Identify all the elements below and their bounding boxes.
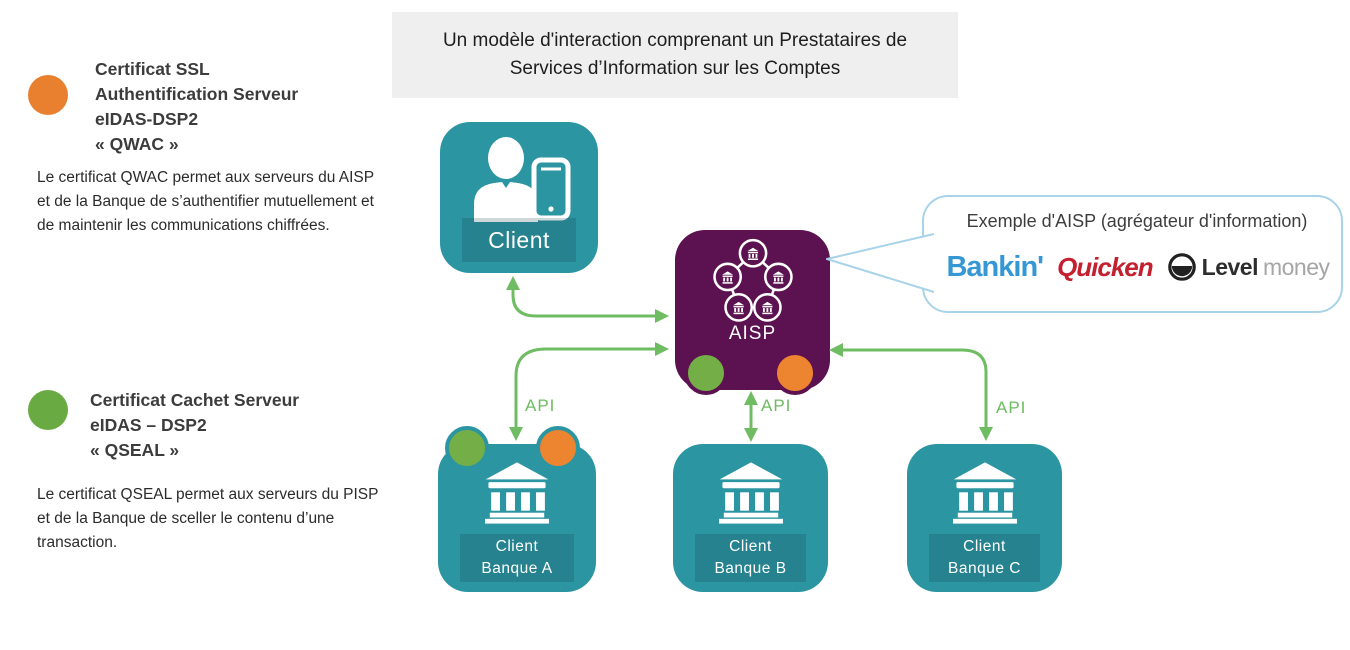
aisp-label: AISP [728,323,777,344]
arrow-client-aisp [511,286,659,318]
arrow-aisp-bank-c [840,348,988,430]
person-phone-icon [474,137,571,222]
bank-c-label-line1: Client [963,538,1006,556]
qseal-description: Le certificat QSEAL permet aux serveurs … [37,486,379,552]
qwac-heading: Certificat SSL Authentification Serveur … [95,59,299,154]
bubble-tail [826,233,935,293]
money-text: money [1262,253,1330,280]
bank-icon [953,462,1017,524]
aisp-examples-bubble: Exemple d'AISP (agrégateur d'information… [922,195,1343,313]
bank-b-label-line2: Banque B [714,560,787,577]
qwac-orange-dot [28,75,68,115]
diagram-title-box: Un modèle d'interaction comprenant un Pr… [392,12,958,98]
client-label: Client [488,226,550,253]
qseal-heading: Certificat Cachet Serveur eIDAS – DSP2 «… [90,390,300,460]
bank-c-label-band: Client Banque C [929,534,1040,582]
bank-b-node: Client Banque B [673,444,828,592]
aisp-qwac-badge [773,351,817,395]
bank-c-node: Client Banque C [907,444,1062,592]
bubble-caption: Exemple d'AISP (agrégateur d'information… [966,211,1308,231]
diagram-title: Un modèle d'interaction comprenant un Pr… [442,29,908,80]
aisp-node: AISP [675,230,830,390]
api-label-bank-b: API [761,396,792,415]
levelmoney-bowl-icon [1167,253,1196,281]
bank-a-qseal-badge [445,426,489,470]
level-text: Level [1201,253,1259,280]
bank-a-qwac-badge [536,426,580,470]
client-label-band: Client [462,218,576,262]
qwac-description: Le certificat QWAC permet aux serveurs d… [37,169,374,235]
bank-b-label-band: Client Banque B [695,534,806,582]
qseal-green-dot [28,390,68,430]
bank-icon [719,462,783,524]
quicken-logo: Quicken [1057,251,1154,282]
arrow-bank-a-aisp [514,347,659,430]
client-node: Client [440,122,598,273]
bank-a-label-line2: Banque A [481,560,553,577]
aisp-qseal-badge [684,351,728,395]
api-label-bank-c: API [996,398,1027,417]
bank-icon [485,462,549,524]
bank-a-label-band: Client Banque A [460,534,574,582]
api-label-bank-a: API [525,396,556,415]
bank-network-icon [713,238,793,322]
bankin-logo: Bankin' [946,250,1044,283]
bank-b-label-line1: Client [729,538,772,556]
bank-a-label-line1: Client [495,538,539,556]
bank-c-label-line2: Banque C [948,560,1021,577]
